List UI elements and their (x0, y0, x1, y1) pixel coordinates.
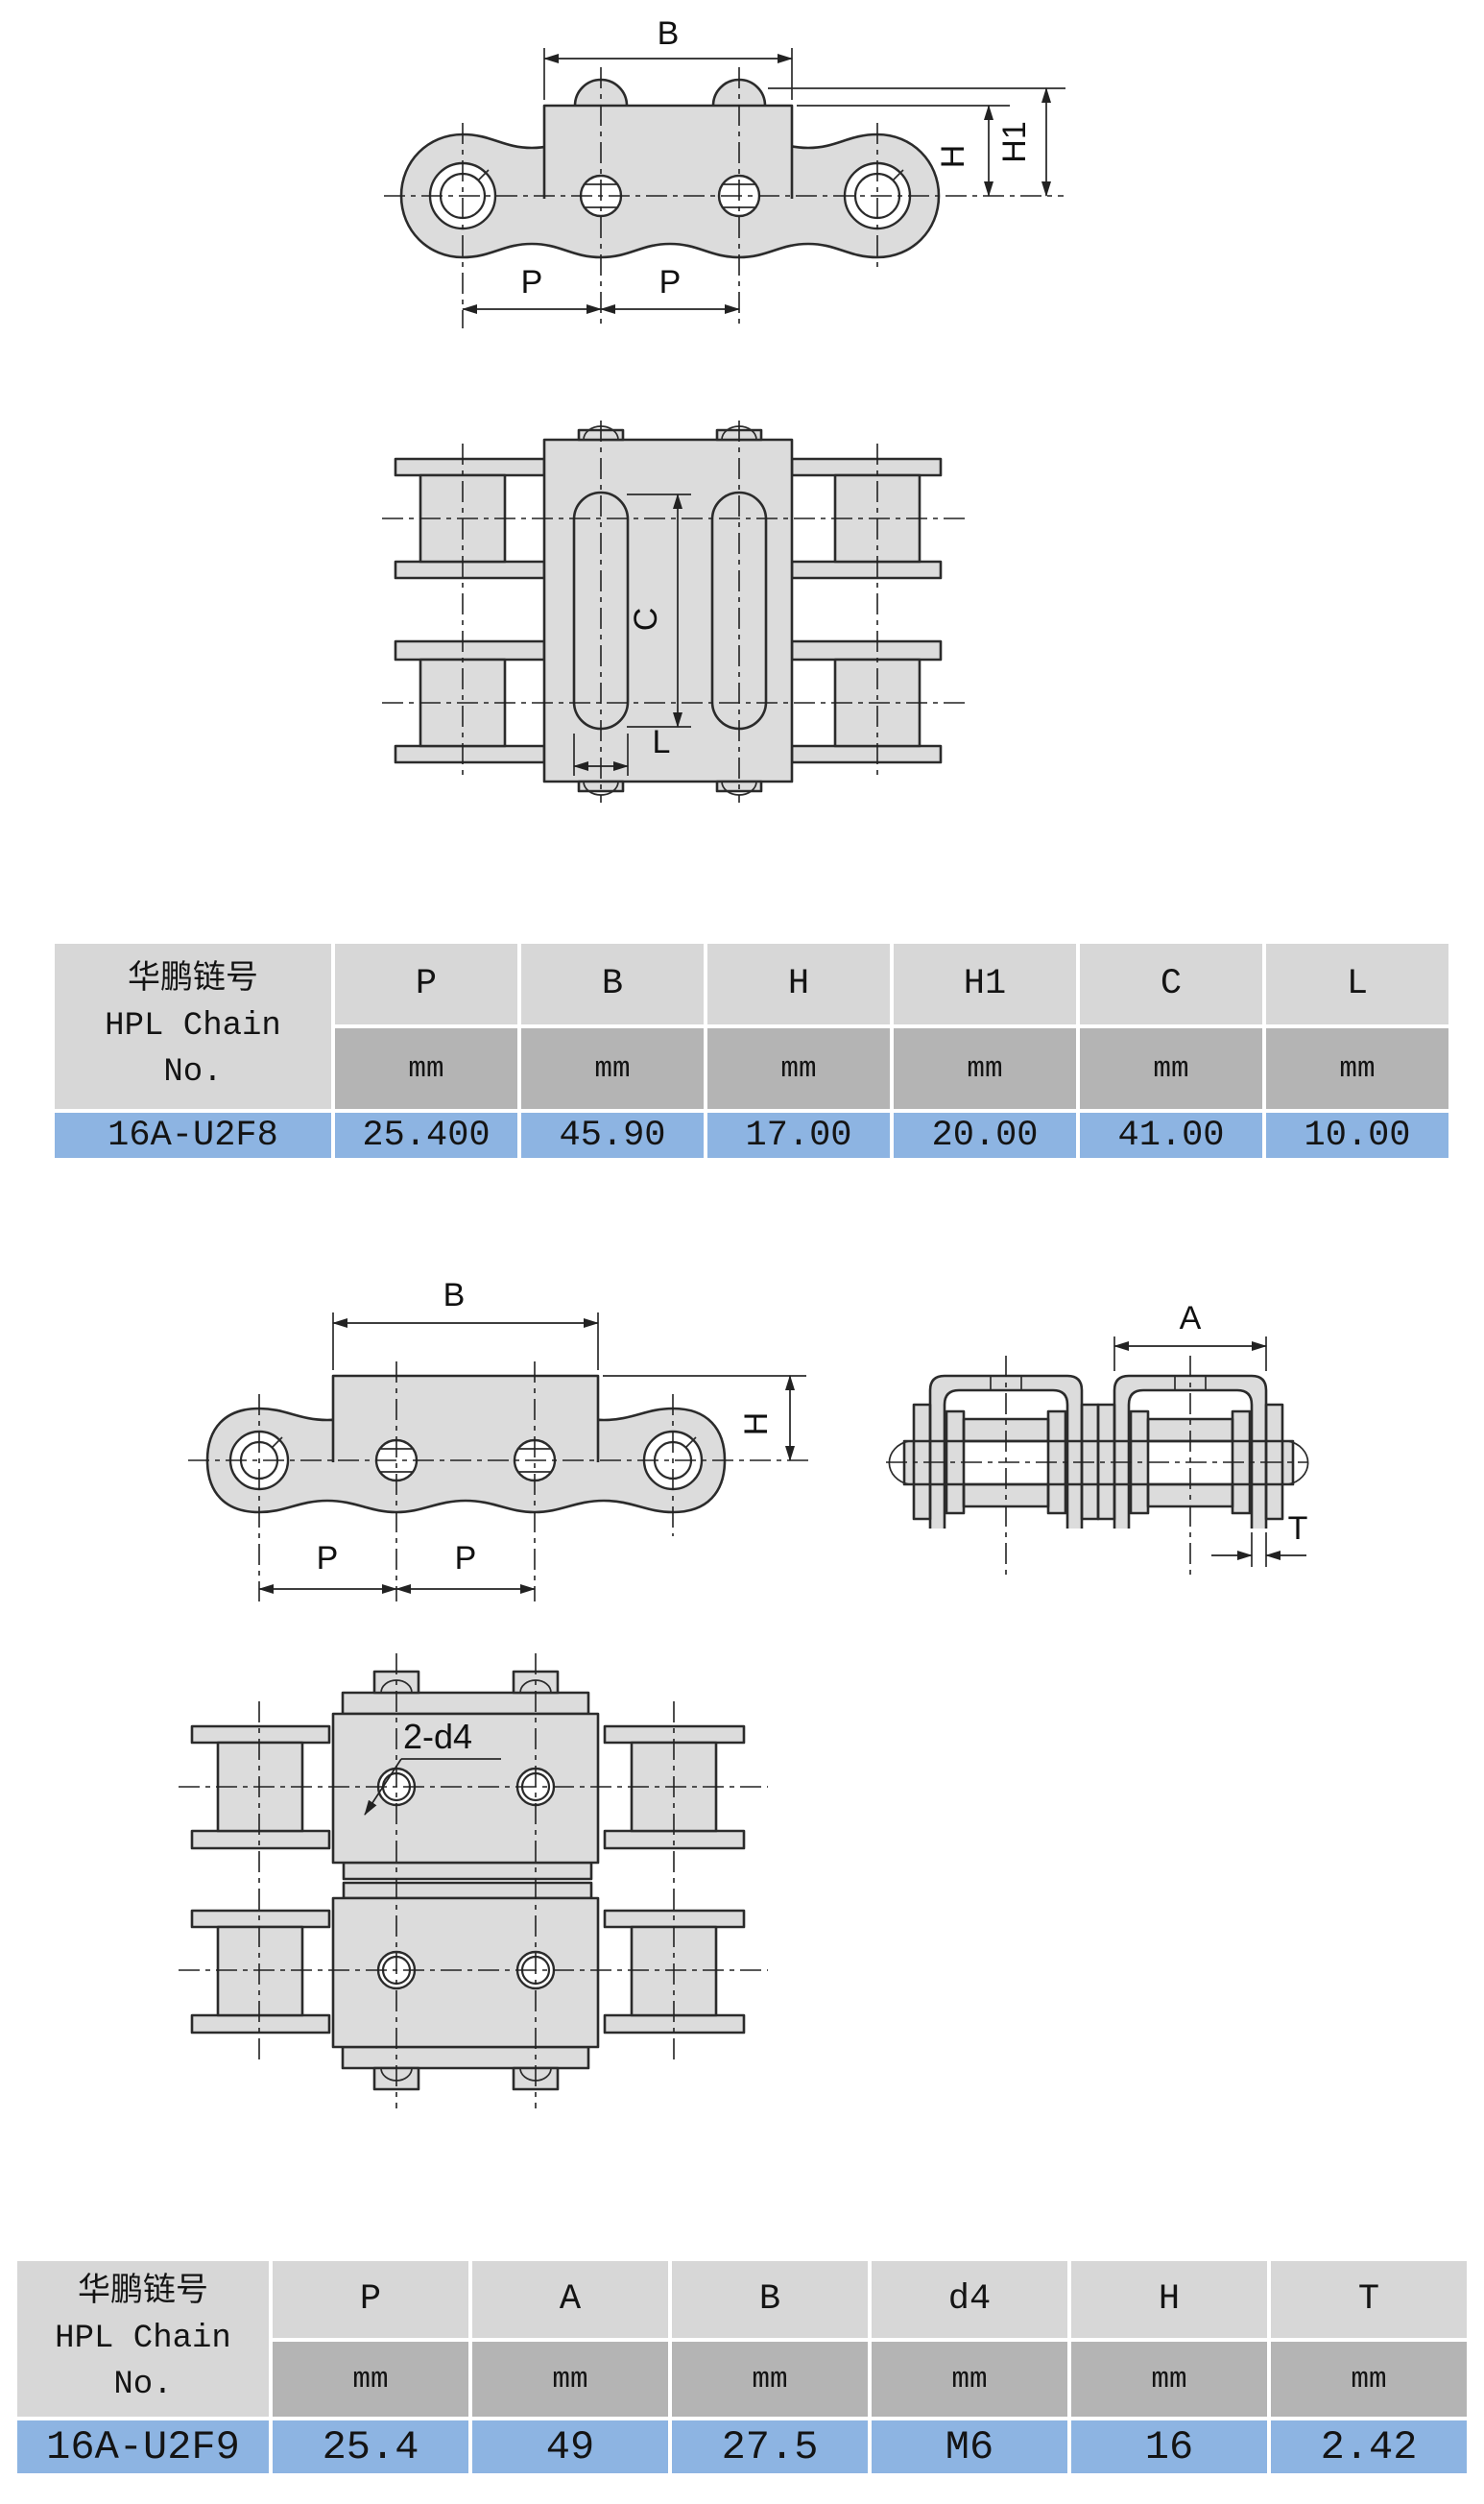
col-header: B (521, 944, 704, 1024)
dimension-H-H1: H H1 (768, 87, 1065, 197)
attachment-plate (333, 1376, 598, 1462)
dim-label-c: C (628, 608, 664, 632)
outer-plate-bar (341, 2045, 590, 2070)
chain-no-header: 华鹏链号 HPL Chain No. (55, 944, 331, 1109)
chain-no-value: 16A-U2F9 (17, 2420, 269, 2473)
value-cell: 27.5 (672, 2420, 868, 2473)
chain-no-en2: No. (113, 2367, 173, 2404)
chain-no-en: HPL Chain (55, 2320, 231, 2357)
diagram-attachment-side-view: B H H1 P P (384, 15, 1065, 328)
col-header: H (707, 944, 890, 1024)
spec-table-u2f9: 华鹏链号 HPL Chain No. P A B d4 H T mm mm mm… (17, 2261, 1467, 2473)
unit-cell: mm (894, 1028, 1076, 1109)
diagram-end-view: A T (886, 1300, 1309, 1575)
col-header: T (1271, 2261, 1467, 2338)
chain-no-en2: No. (163, 1054, 223, 1092)
dim-label-b: B (658, 15, 680, 52)
centerlines (179, 1653, 768, 2108)
dim-label-p: P (659, 264, 682, 301)
dim-label-h: H (738, 1412, 775, 1436)
chain-no-header: 华鹏链号 HPL Chain No. (17, 2261, 269, 2417)
roller (216, 1925, 304, 2017)
attachment-plate-outline (542, 104, 794, 199)
unit-cell: mm (872, 2342, 1067, 2417)
hole-callout: 2-d4 (364, 1717, 501, 1816)
outer-plate-bar (341, 1691, 590, 1716)
unit-cell: mm (335, 1028, 517, 1109)
spec-table-u2f8: 华鹏链号 HPL Chain No. P B H H1 C L mm mm mm… (55, 944, 1448, 1158)
dimension-H: H (603, 1375, 806, 1461)
diagram-plate-plan-view: 2-d4 (179, 1653, 768, 2108)
value-cell: 41.00 (1080, 1113, 1262, 1158)
value-cell: 49 (472, 2420, 668, 2473)
value-cell: 10.00 (1266, 1113, 1448, 1158)
chain-no-cn: 华鹏链号 (78, 2274, 208, 2311)
centerlines (188, 1361, 812, 1601)
dim-label-h1: H1 (996, 121, 1033, 162)
dimension-B: B (543, 15, 793, 100)
value-cell: 2.42 (1271, 2420, 1467, 2473)
col-header: A (472, 2261, 668, 2338)
dimension-P: P P (462, 264, 740, 314)
col-header: H1 (894, 944, 1076, 1024)
hole-note-label: 2-d4 (403, 1717, 472, 1756)
chain-no-cn: 华鹏链号 (128, 961, 258, 999)
unit-cell: mm (521, 1028, 704, 1109)
col-header: P (273, 2261, 468, 2338)
unit-cell: mm (1271, 2342, 1467, 2417)
centerlines (886, 1356, 1307, 1575)
col-header: H (1071, 2261, 1267, 2338)
unit-cell: mm (1266, 1028, 1448, 1109)
dim-label-h: H (935, 145, 971, 169)
dimension-A: A (1113, 1300, 1267, 1371)
dimension-P: P P (258, 1540, 536, 1594)
dimension-C: C (627, 494, 691, 728)
attachment-plate (331, 1896, 600, 2049)
diagram-plate-side-view: B H P P (188, 1277, 812, 1601)
col-header: B (672, 2261, 868, 2338)
dimension-L: L (573, 724, 671, 776)
col-header: C (1080, 944, 1262, 1024)
chain-no-value: 16A-U2F8 (55, 1113, 331, 1158)
value-cell: 25.400 (335, 1113, 517, 1158)
dim-label-b: B (443, 1277, 466, 1313)
dim-label-p: P (317, 1540, 339, 1577)
dim-label-l: L (653, 724, 671, 760)
value-cell: 16 (1071, 2420, 1267, 2473)
dimension-B: B (332, 1277, 599, 1370)
unit-cell: mm (273, 2342, 468, 2417)
diagram-attachment-plan-view: C L (382, 421, 965, 803)
unit-cell: mm (1071, 2342, 1267, 2417)
col-header: P (335, 944, 517, 1024)
clip-notches (990, 1376, 1207, 1390)
unit-cell: mm (472, 2342, 668, 2417)
dim-label-p: P (455, 1540, 477, 1577)
unit-cell: mm (707, 1028, 890, 1109)
dim-label-p: P (521, 264, 543, 301)
chain-no-en: HPL Chain (105, 1007, 281, 1045)
dim-label-t: T (1288, 1510, 1308, 1547)
dim-label-a: A (1180, 1300, 1202, 1336)
col-header: d4 (872, 2261, 1067, 2338)
dimension-T: T (1211, 1510, 1307, 1567)
value-cell: 17.00 (707, 1113, 890, 1158)
attachment-plate-outline (331, 1374, 600, 1462)
unit-cell: mm (672, 2342, 868, 2417)
value-cell: M6 (872, 2420, 1067, 2473)
col-header: L (1266, 944, 1448, 1024)
unit-cell: mm (1080, 1028, 1262, 1109)
value-cell: 45.90 (521, 1113, 704, 1158)
value-cell: 25.4 (273, 2420, 468, 2473)
shaft-end-arc (1287, 1440, 1309, 1485)
centerlines (384, 67, 1064, 328)
value-cell: 20.00 (894, 1113, 1076, 1158)
